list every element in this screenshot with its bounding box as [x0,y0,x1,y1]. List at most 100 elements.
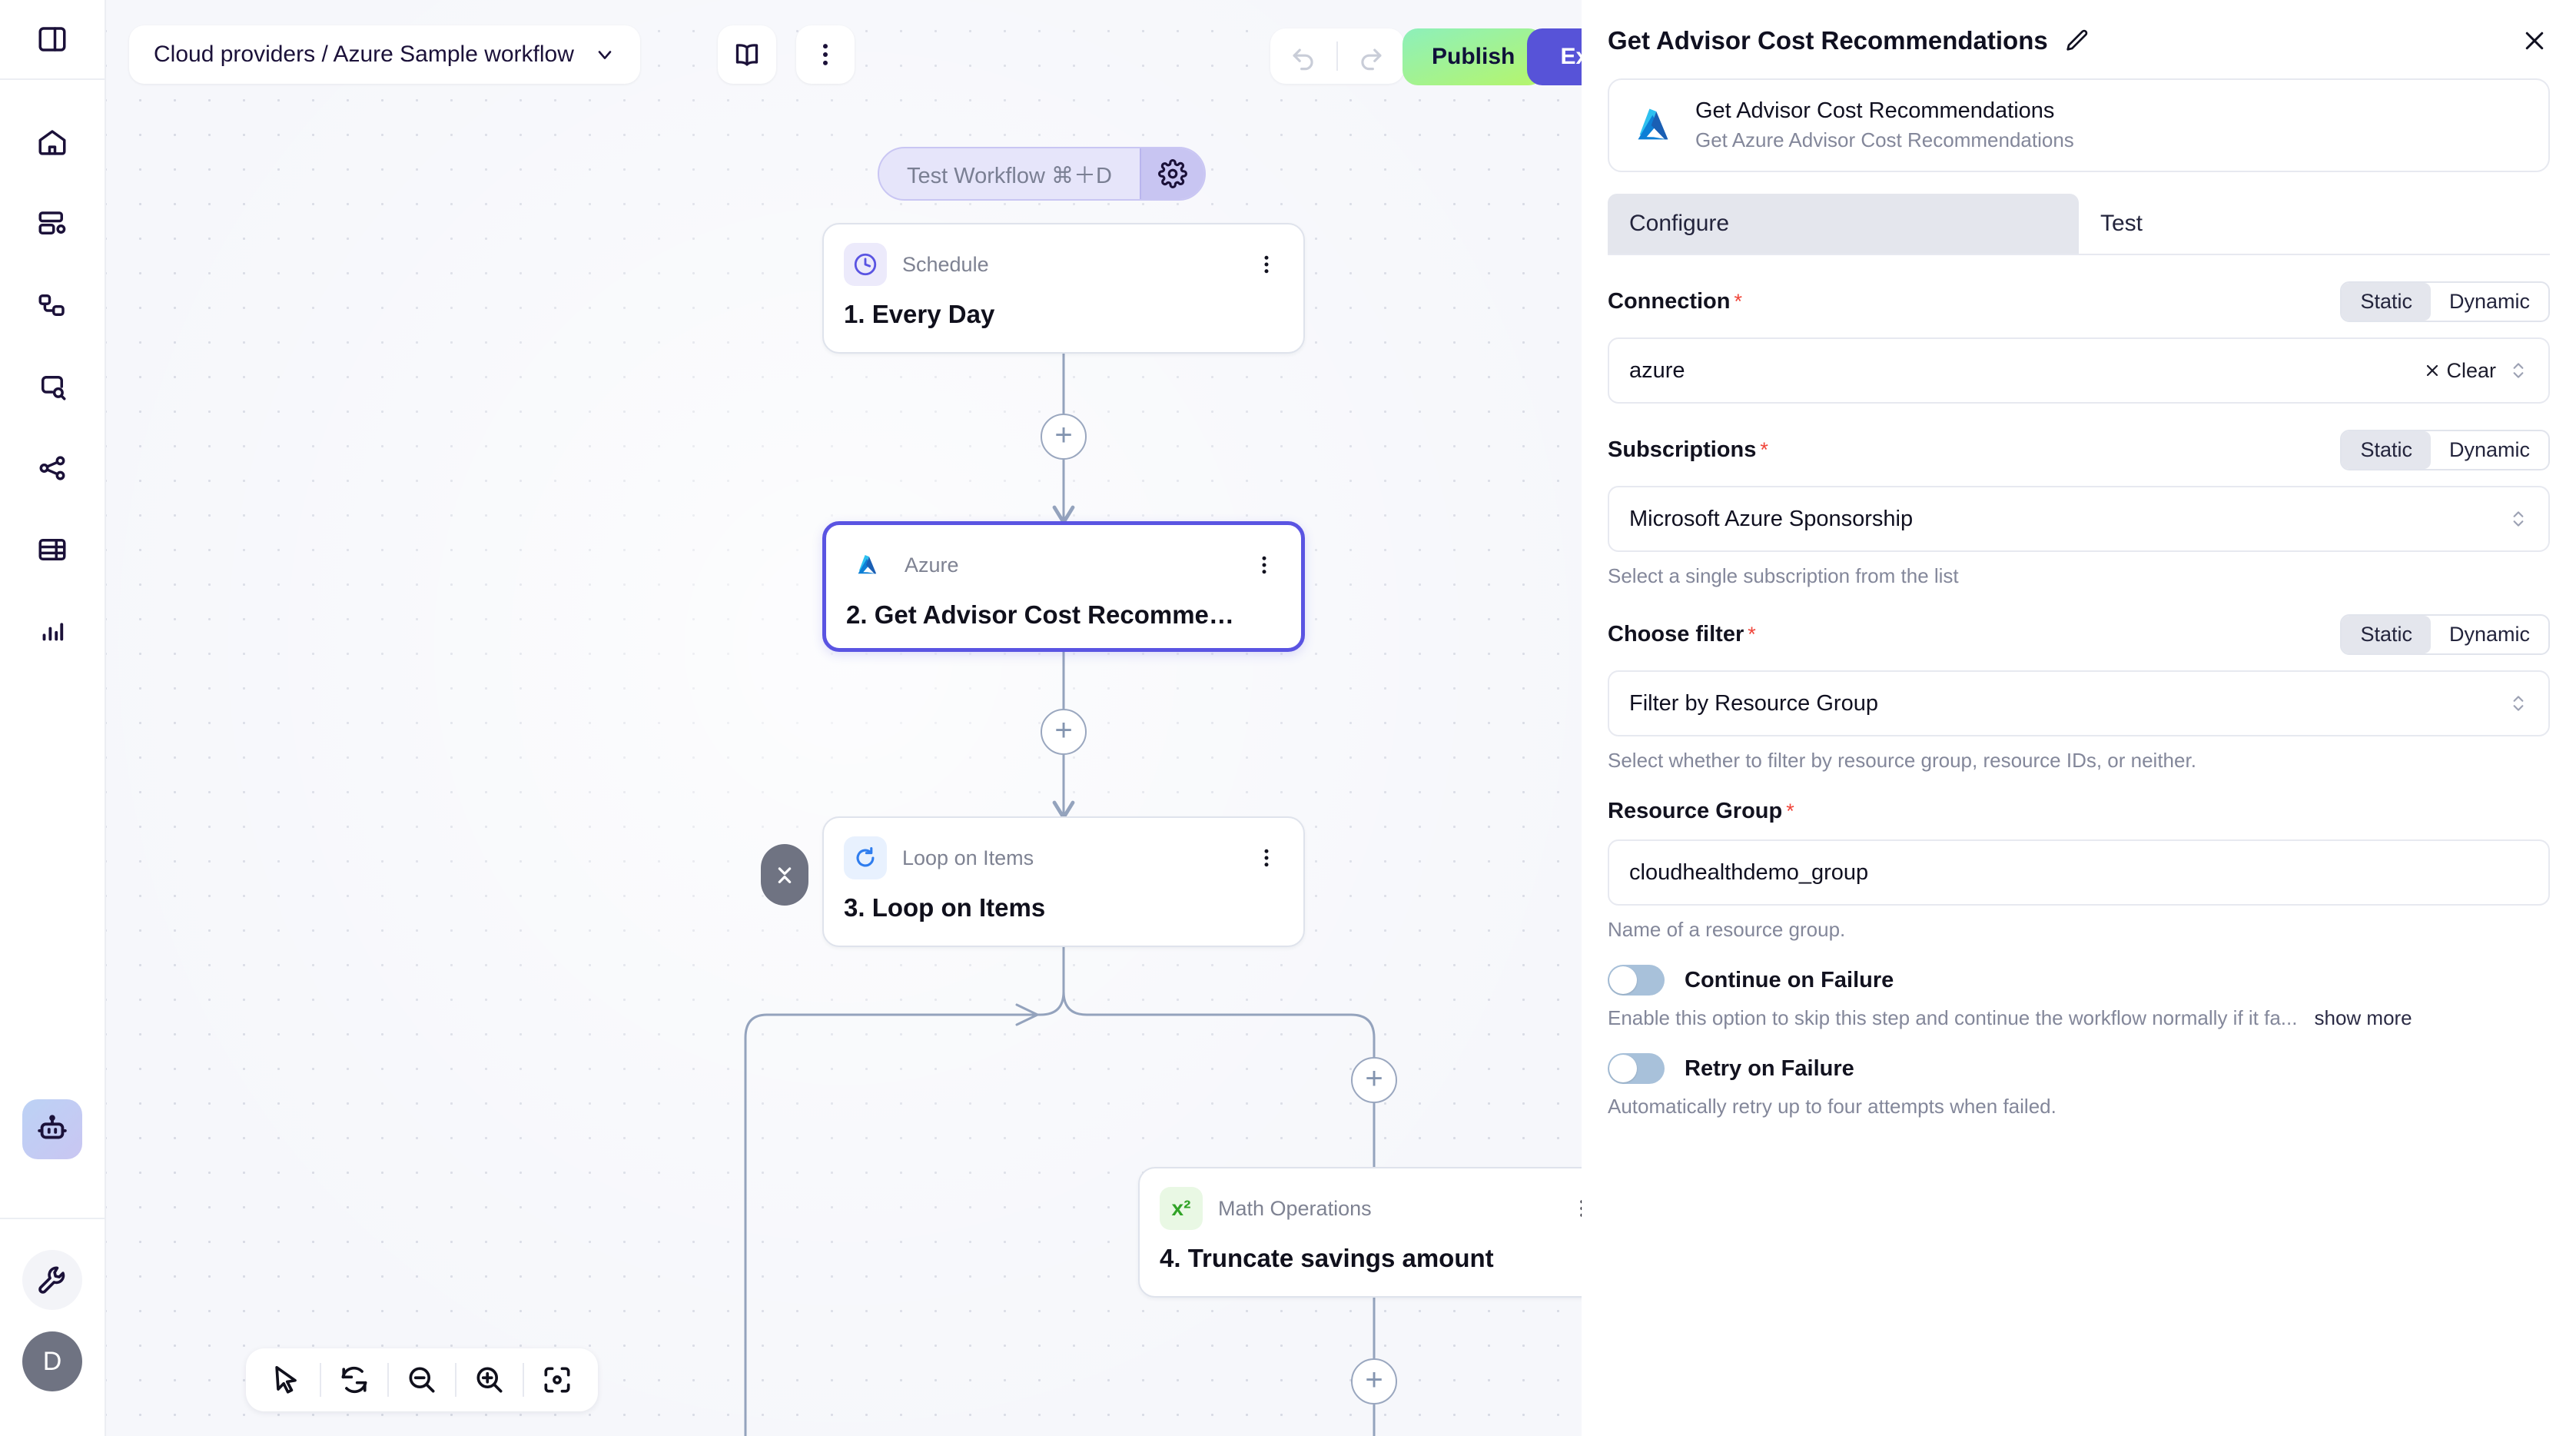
mode-static-option[interactable]: Static [2342,616,2431,653]
redo-button[interactable] [1338,42,1404,71]
required-marker: * [1734,290,1743,313]
continue-on-failure-helper-row: Enable this option to skip this step and… [1608,1006,2550,1030]
node-header: x² Math Operations [1140,1168,1582,1230]
toggle-knob [1609,966,1637,994]
add-step-button[interactable]: + [1351,1057,1397,1103]
sidebar-item-home[interactable] [24,114,81,171]
retry-on-failure-toggle[interactable] [1608,1053,1665,1084]
test-workflow-button[interactable]: Test Workflow ⌘＋D [907,164,1112,188]
node-header: Azure [826,525,1301,587]
settings-wrench-button[interactable] [22,1250,82,1310]
gear-icon[interactable] [1139,148,1204,199]
avatar[interactable]: D [22,1331,82,1391]
connection-select[interactable]: azure Clear [1608,337,2550,404]
clear-label: Clear [2446,358,2496,382]
required-marker: * [1748,623,1756,646]
workflow-node-math[interactable]: x² Math Operations 4. Truncate savings a… [1138,1167,1582,1298]
more-options-button[interactable] [796,25,855,84]
add-step-button[interactable]: + [1351,1358,1397,1404]
step-summary-card: Get Advisor Cost Recommendations Get Azu… [1608,78,2550,172]
field-header: Connection * Static Dynamic [1608,281,2550,322]
loop-collapse-button[interactable] [761,844,808,906]
math-exponent-icon: x² [1160,1187,1203,1230]
breadcrumb: Cloud providers / Azure Sample workflow [154,42,574,67]
edit-pencil-icon[interactable] [2063,28,2090,54]
breadcrumb-workflow-selector[interactable]: Cloud providers / Azure Sample workflow [129,25,640,84]
zoom-out-icon[interactable] [389,1348,455,1411]
subscriptions-select[interactable]: Microsoft Azure Sponsorship [1608,486,2550,552]
choose-filter-mode-toggle: Static Dynamic [2340,614,2550,655]
node-title: 3. Loop on Items [844,893,1046,922]
workflow-canvas[interactable]: Cloud providers / Azure Sample workflow [106,0,1582,1436]
workflow-node-loop[interactable]: Loop on Items 3. Loop on Items [822,816,1305,947]
loop-refresh-icon [844,836,887,879]
workflow-node-azure[interactable]: Azure 2. Get Advisor Cost Recomme… [822,521,1305,652]
mode-dynamic-option[interactable]: Dynamic [2448,290,2530,313]
mode-dynamic-option[interactable]: Dynamic [2448,623,2530,646]
resource-group-input[interactable]: cloudhealthdemo_group [1608,839,2550,906]
chevron-down-icon [594,44,616,65]
tab-test[interactable]: Test [2100,211,2143,236]
rail-top-section [0,0,105,80]
sidebar-item-analytics[interactable] [24,603,81,660]
choose-filter-value: Filter by Resource Group [1629,690,1878,716]
field-label: Subscriptions [1608,437,1757,462]
node-menu-button[interactable] [1250,253,1283,276]
pointer-icon[interactable] [254,1348,320,1411]
publish-button[interactable]: Publish [1403,28,1545,85]
field-subscriptions: Subscriptions * Static Dynamic Microsoft… [1608,430,2550,588]
sidebar-item-tables[interactable] [24,521,81,578]
retry-on-failure-row: Retry on Failure [1608,1053,2550,1084]
azure-logo-icon [846,543,889,587]
tab-configure[interactable]: Configure [1608,194,2079,254]
toggle-sidebar-button[interactable] [24,11,81,68]
node-title: 2. Get Advisor Cost Recomme… [846,600,1234,629]
step-summary-texts: Get Advisor Cost Recommendations Get Azu… [1695,98,2074,152]
subscriptions-mode-toggle: Static Dynamic [2340,430,2550,470]
mode-dynamic-option[interactable]: Dynamic [2448,438,2530,461]
fit-view-icon[interactable] [524,1348,590,1411]
docs-book-button[interactable] [718,25,776,84]
node-menu-button[interactable] [1250,846,1283,869]
ai-agent-button[interactable] [22,1099,82,1159]
connection-mode-toggle: Static Dynamic [2340,281,2550,322]
connection-value: azure [1629,357,1685,383]
resource-group-value: cloudhealthdemo_group [1629,859,1869,885]
clear-connection-button[interactable]: Clear [2423,359,2496,383]
workflow-node-schedule[interactable]: Schedule 1. Every Day [822,223,1305,354]
panel-body: Connection * Static Dynamic azure Clear [1582,255,2576,1436]
retry-on-failure-label: Retry on Failure [1685,1055,1854,1081]
subscriptions-helper: Select a single subscription from the li… [1608,564,1959,587]
chevron-updown-icon[interactable] [2508,507,2528,530]
undo-redo-group [1270,28,1404,84]
reset-icon[interactable] [321,1348,387,1411]
continue-on-failure-toggle[interactable] [1608,965,1665,996]
chevron-updown-icon[interactable] [2508,692,2528,715]
node-menu-button[interactable] [1565,1197,1582,1220]
sidebar-item-search-resources[interactable] [24,358,81,415]
choose-filter-select[interactable]: Filter by Resource Group [1608,670,2550,736]
show-more-link[interactable]: show more [2314,1006,2412,1029]
choose-filter-helper: Select whether to filter by resource gro… [1608,749,2196,772]
undo-button[interactable] [1270,42,1336,71]
exit-button[interactable]: Exit [1527,28,1582,85]
mode-static-option[interactable]: Static [2342,283,2431,321]
continue-on-failure-helper: Enable this option to skip this step and… [1608,1006,2298,1029]
sidebar-item-integrations[interactable] [24,277,81,334]
test-workflow-pill: Test Workflow ⌘＋D [878,147,1206,201]
sidebar-item-workflows[interactable] [24,195,81,252]
sidebar-item-connections[interactable] [24,440,81,497]
mode-static-option[interactable]: Static [2342,431,2431,469]
chevron-updown-icon[interactable] [2508,359,2528,382]
add-step-button[interactable]: + [1041,709,1087,755]
field-resource-group: Resource Group * cloudhealthdemo_group N… [1608,799,2550,942]
rail-nav [24,80,81,660]
canvas-toolbar [246,1348,598,1411]
zoom-in-icon[interactable] [456,1348,523,1411]
close-icon[interactable] [2521,27,2548,55]
subscriptions-value: Microsoft Azure Sponsorship [1629,506,1914,531]
step-summary-name: Get Advisor Cost Recommendations [1695,98,2055,123]
node-menu-button[interactable] [1247,553,1281,577]
retry-on-failure-helper-row: Automatically retry up to four attempts … [1608,1095,2550,1119]
add-step-button[interactable]: + [1041,414,1087,460]
